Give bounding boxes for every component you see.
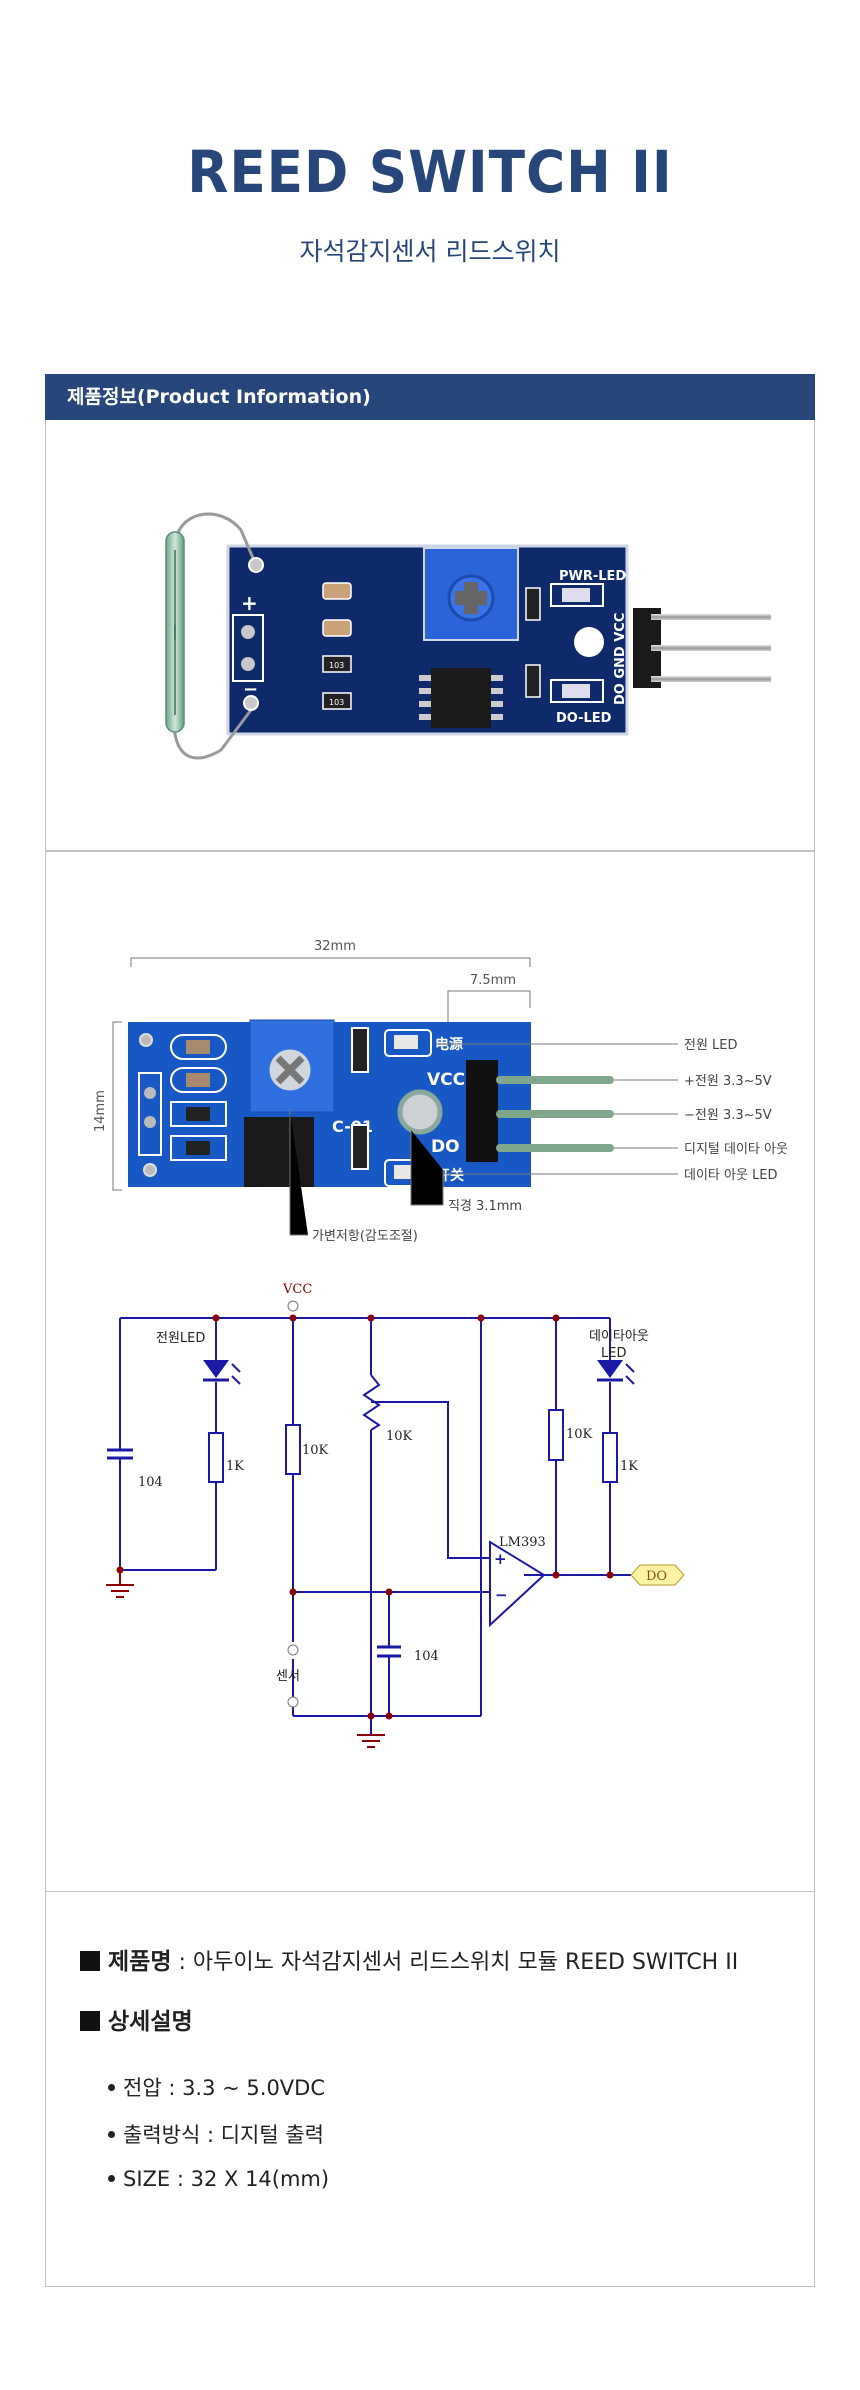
spec-item: 전압 : 3.3 ~ 5.0VDC [108,2072,325,2102]
product-name-row: 제품명 : 아두이노 자석감지센서 리드스위치 모듈 REED SWITCH I… [80,1942,738,1976]
product-name-label: 제품명 [108,1949,172,1975]
callout-power-led: 전원 LED [684,1038,738,1053]
board-vcc-text: VCC [427,1070,465,1090]
do-output-tag [630,1564,685,1586]
data-led-label-2: LED [601,1346,626,1361]
spec-size: SIZE : 32 X 14(mm) [123,2167,330,2191]
hole-diameter-label: 직경 3.1mm [448,1199,522,1214]
resistor-label-1k-data: 1K [620,1459,638,1474]
callout-vcc: +전원 3.3~5V [684,1074,772,1089]
resistor-label-10k-sensor: 10K [302,1443,329,1458]
sensor-terminal-top [287,1644,299,1656]
resistor-code: 103 [329,661,344,670]
height-dimension-label: 14mm [93,1090,108,1132]
resistor-1k-power [208,1432,224,1483]
potentiometer-label: 가변저항(감도조절) [312,1229,418,1244]
pwr-led-icon [562,588,590,602]
silkscreen-pwr-led: PWR-LED [559,569,626,584]
product-name-separator: : [171,1950,193,1975]
power-led-label: 전원LED [156,1331,205,1346]
sensor-terminal-bottom [287,1696,299,1708]
width-dimension-label: 32mm [314,939,356,954]
page-subtitle: 자석감지센서 리드스위치 [299,237,561,266]
page-title: REED SWITCH II [187,138,673,206]
description-heading-row: 상세설명 [80,2002,193,2036]
callout-gnd: −전원 3.3~5V [684,1108,772,1123]
resistor-10k-output [548,1409,564,1461]
product-info-header: 제품정보(Product Information) [45,374,815,420]
resistor-code: 103 [329,698,344,707]
resistor-label-10k-output: 10K [566,1427,593,1442]
dimension-diagram: 32mm 14mm 7.5mm C-01 电源 VCC DO 开关 [93,939,788,1244]
square-bullet-icon [80,1951,100,1971]
ground-icon [106,1570,134,1598]
vcc-label: VCC [282,1282,312,1297]
sensor-label: 센서 [276,1669,300,1684]
reed-lead-top [174,512,258,566]
bullet-icon [108,2131,115,2138]
comparator-plus: + [494,1550,507,1568]
cap-label-c2: 104 [414,1649,439,1664]
spec-voltage: 전압 : 3.3 ~ 5.0VDC [123,2076,326,2100]
circuit-schematic: DO VCC 전원LED 데이타아웃 LED 104 1K 10K 10K 10… [106,1282,685,1748]
product-details-section: 제품명 : 아두이노 자석감지센서 리드스위치 모듈 REED SWITCH I… [45,1892,815,2287]
bullet-icon [108,2084,115,2091]
description-heading: 상세설명 [108,2009,193,2035]
pin-vcc [651,614,771,620]
ground-icon [357,1734,385,1748]
pin-do [651,676,771,682]
board-do-text: DO [431,1137,460,1157]
callout-labels: 전원 LED +전원 3.3~5V −전원 3.3~5V 디지털 데이타 아웃 … [684,1038,788,1183]
vcc-terminal [287,1300,299,1312]
comparator-lm393 [489,1540,546,1628]
diagram-section: 32mm 14mm 7.5mm C-01 电源 VCC DO 开关 [45,852,815,1892]
data-led-icon [597,1360,635,1385]
dimension-ic [244,1117,314,1187]
cap-label-c1: 104 [138,1475,163,1490]
resistor-label-1k-power: 1K [226,1459,244,1474]
spec-item: SIZE : 32 X 14(mm) [108,2167,329,2191]
resistor-10k-sensor [285,1424,301,1475]
silkscreen-plus: + [241,591,258,615]
product-name-value: 아두이노 자석감지센서 리드스위치 모듈 REED SWITCH II [192,1950,739,1975]
silkscreen-pin-labels: DO GND VCC [613,613,628,705]
hero-section: REED SWITCH II 자석감지센서 리드스위치 [0,0,860,370]
pin-gnd [651,645,771,651]
pad-icon [248,557,264,573]
callout-data-led: 데이타 아웃 LED [684,1168,778,1183]
reed-switch-board-photo: + − 103 103 PWR-LED DO-LED DO GND VCC [165,512,771,760]
bullet-icon [108,2175,115,2182]
spec-item: 출력방식 : 디지털 출력 [108,2119,324,2149]
silkscreen-minus: − [243,679,258,700]
power-led-icon [203,1360,241,1385]
dimension-mounting-hole [397,1089,443,1135]
do-led-icon [562,684,590,698]
mounting-hole [574,627,604,657]
spec-output-type: 출력방식 : 디지털 출력 [123,2123,324,2147]
offset-dimension-label: 7.5mm [470,973,516,988]
callout-digital-out: 디지털 데이타 아웃 [684,1142,788,1157]
reed-lead-bottom [172,709,253,760]
data-led-label: 데이타아웃 [589,1329,649,1344]
board-photo-section: + − 103 103 PWR-LED DO-LED DO GND VCC [45,420,815,852]
lm393-ic [431,668,491,728]
pot-label-10k: 10K [386,1429,413,1444]
comparator-minus: − [495,1586,508,1604]
ic-label: LM393 [499,1535,546,1550]
square-bullet-icon [80,2011,100,2031]
silkscreen-do-led: DO-LED [556,711,612,726]
do-tag-label: DO [646,1569,667,1584]
resistor-1k-data [602,1432,618,1483]
dimension-pin-header [466,1060,498,1162]
